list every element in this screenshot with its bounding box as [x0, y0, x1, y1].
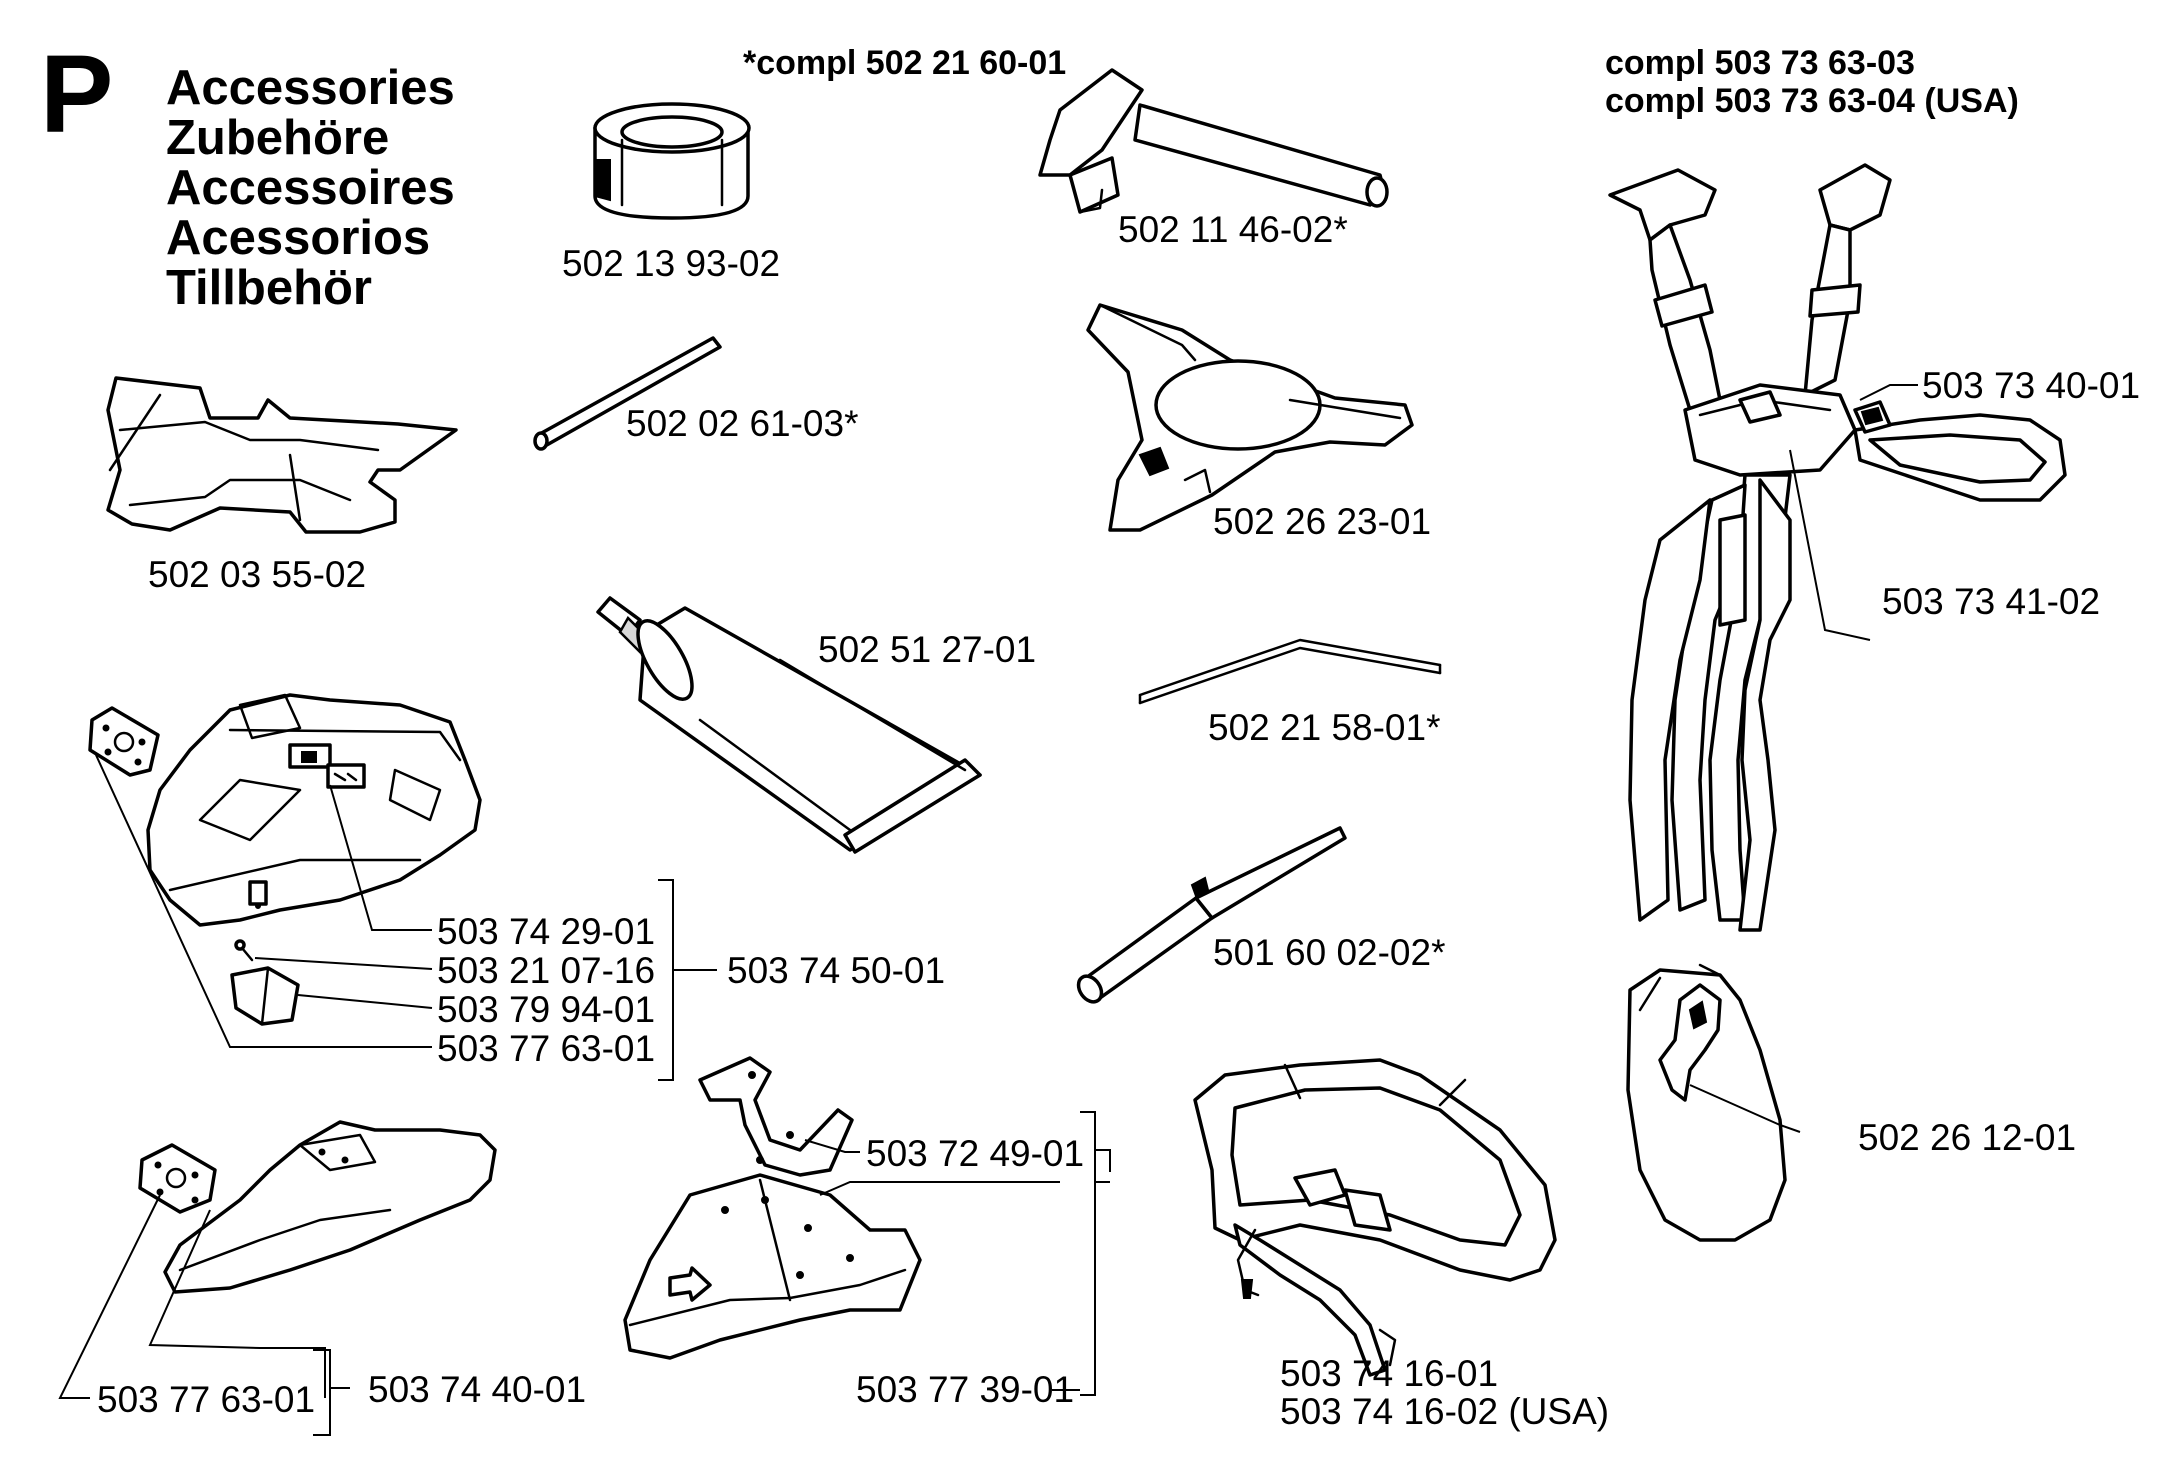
screw-drawing [234, 939, 254, 962]
label-spool-case: 502 13 93-02 [562, 243, 780, 284]
title-english: Accessories [166, 61, 455, 115]
bracket-guard-b [819, 1111, 1110, 1396]
label-support-cup: 502 26 23-01 [1213, 501, 1431, 542]
harness-kit-header-2: compl 503 73 63-04 (USA) [1605, 82, 2019, 120]
leader-screw [254, 957, 433, 970]
leader-guard-b-link [1095, 1149, 1111, 1172]
label-locking-pin: 502 02 61-03* [626, 403, 858, 444]
harness-drawing [1608, 163, 2067, 1242]
leader-plate-b [58, 1194, 326, 1399]
label-plate-a: 503 77 63-01 [437, 1028, 655, 1069]
mounting-plate-a-drawing [88, 706, 160, 777]
blade-guard-small-drawing [106, 376, 458, 534]
label-guard-kit-b: 503 74 40-01 [368, 1369, 586, 1410]
bracket-guard-kit-b [313, 1349, 350, 1436]
trimmer-guard-b-drawing [623, 1173, 922, 1360]
clip-drawing [230, 966, 300, 1026]
title-german: Zubehöre [166, 111, 389, 165]
bracket-drawing [698, 1056, 854, 1177]
label-screw: 503 21 07-16 [437, 950, 655, 991]
label-grease-tube: 502 51 27-01 [818, 629, 1036, 670]
support-cup-drawing [1086, 303, 1414, 532]
spool-case-drawing [593, 102, 751, 220]
label-blade-guard-small: 502 03 55-02 [148, 554, 366, 595]
label-shoulder-pad: 503 73 41-02 [1882, 581, 2100, 622]
label-plate-b: 503 77 63-01 [97, 1379, 315, 1420]
title-french: Accessoires [166, 161, 455, 215]
mounting-plate-b-drawing [138, 1143, 217, 1214]
plug-wrench-drawing [1038, 68, 1389, 214]
leader-plate-a [95, 754, 432, 1048]
label-strap-buckle: 503 73 40-01 [1922, 365, 2140, 406]
label-guard-kit-a: 503 74 50-01 [727, 950, 945, 991]
trimmer-guard-large-drawing [146, 693, 482, 927]
label-file-handle: 501 60 02-02* [1213, 932, 1445, 973]
belt-drawing [1193, 1058, 1557, 1377]
label-clip: 503 79 94-01 [437, 989, 655, 1030]
locking-pin-drawing [533, 336, 722, 451]
bent-rod-drawing [1138, 638, 1442, 705]
leader-strap-buckle [1859, 384, 1918, 401]
title-swedish: Tillbehör [166, 261, 372, 315]
section-letter: P [40, 33, 113, 156]
leader-clip [297, 994, 433, 1009]
label-guard-b: 503 77 39-01 [856, 1369, 1074, 1410]
label-belt-2: 503 74 16-02 (USA) [1280, 1391, 1609, 1432]
leader-hip-pad [1689, 1084, 1801, 1133]
title-portuguese: Acessorios [166, 211, 430, 265]
tool-kit-header: *compl 502 21 60-01 [743, 44, 1066, 82]
bracket-guard-kit-a [658, 879, 717, 1081]
trimmer-guard-c-drawing [163, 1120, 497, 1294]
label-hip-pad: 502 26 12-01 [1858, 1117, 2076, 1158]
grease-tube-drawing [596, 596, 982, 854]
label-bent-rod: 502 21 58-01* [1208, 707, 1440, 748]
label-bracket: 503 72 49-01 [866, 1133, 1084, 1174]
label-plug-wrench: 502 11 46-02* [1118, 209, 1348, 250]
label-decal: 503 74 29-01 [437, 911, 655, 952]
harness-kit-header-1: compl 503 73 63-03 [1605, 44, 1915, 82]
leader-shoulder-pad [1789, 449, 1871, 641]
file-handle-drawing [1076, 826, 1347, 1004]
leader-decal [329, 784, 432, 931]
leader-bracket [804, 1139, 860, 1153]
label-belt-1: 503 74 16-01 [1280, 1353, 1498, 1394]
